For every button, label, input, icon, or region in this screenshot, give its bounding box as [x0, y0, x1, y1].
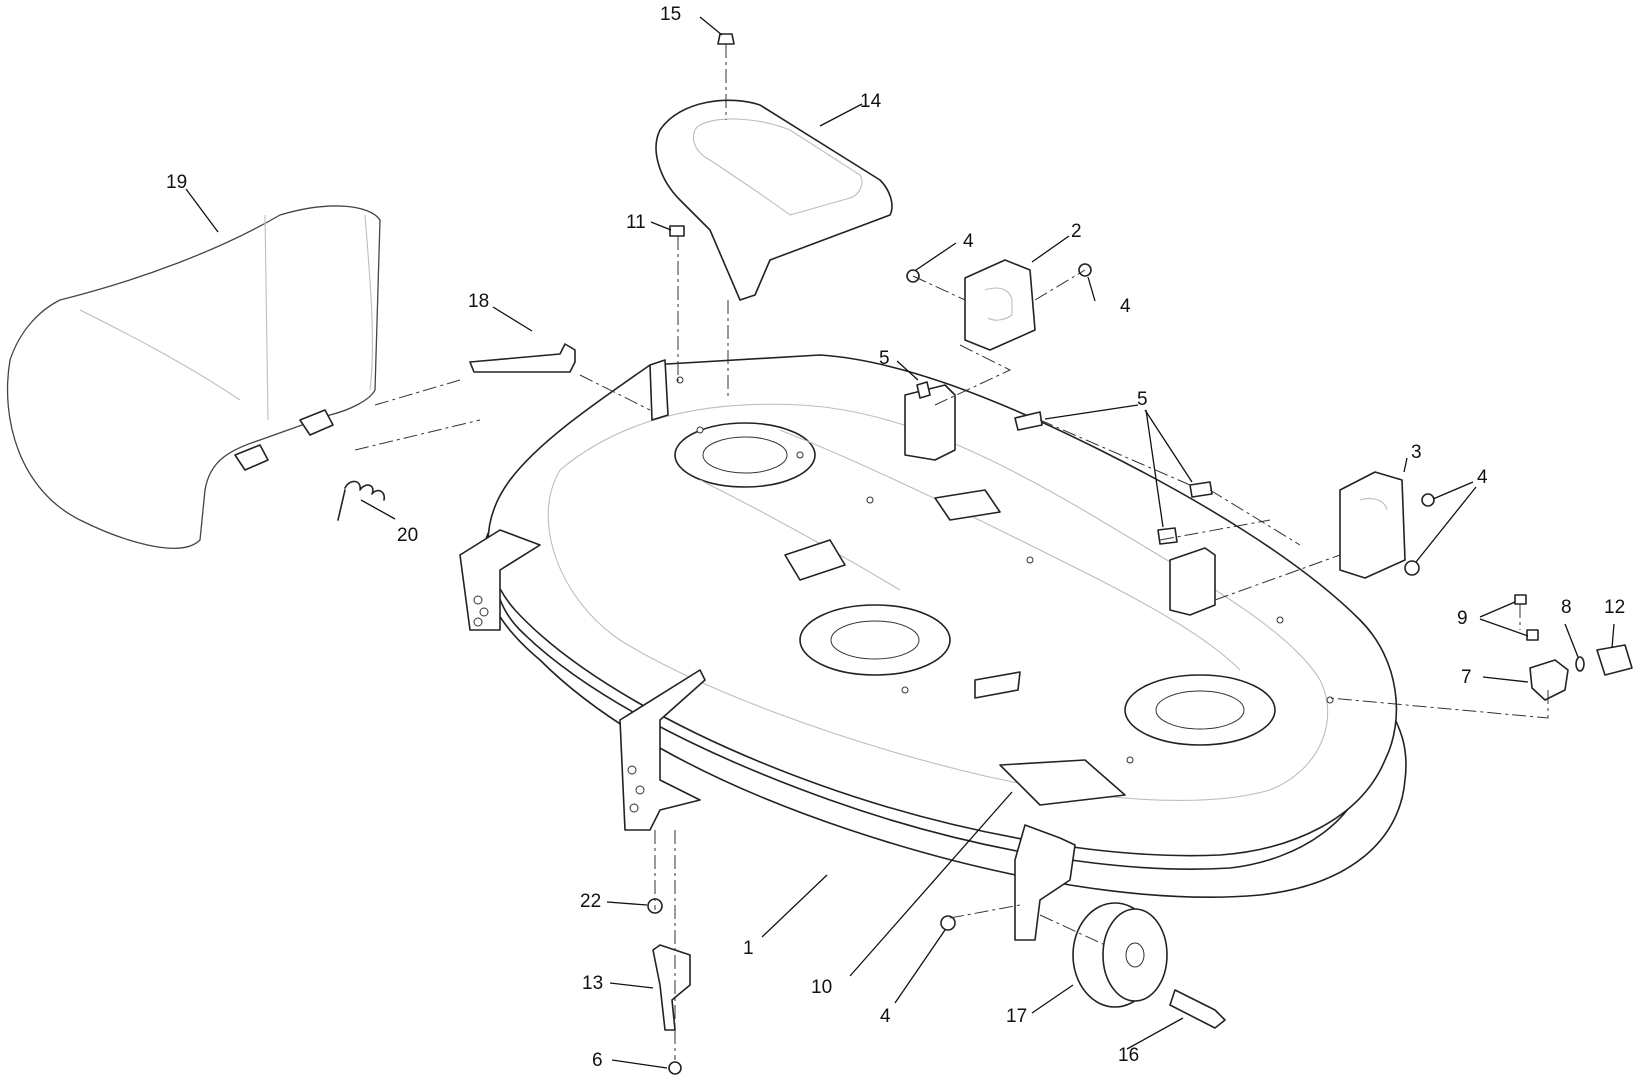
- callout-19: 19: [166, 172, 187, 193]
- callout-15: 15: [660, 4, 681, 25]
- callout-7: 7: [1461, 667, 1472, 688]
- bracket-3: [1339, 471, 1406, 579]
- callout-18: 18: [468, 291, 489, 312]
- center-lines: [354, 44, 1549, 1060]
- callout-22: 22: [580, 891, 601, 912]
- leader-lines: [185, 16, 1615, 1069]
- callout-13: 13: [582, 973, 603, 994]
- hardware: [337, 33, 1633, 1075]
- callout-1: 1: [743, 938, 754, 959]
- callout-6: 6: [592, 1050, 603, 1071]
- deck-brackets: [904, 384, 1216, 616]
- callout-5: 5: [879, 348, 890, 369]
- callout-16: 16: [1118, 1045, 1139, 1066]
- callout-5: 5: [1137, 389, 1148, 410]
- callout-labels: 15 14 19 11 4 2 4 18 5 5 3 4 20 9 8 12 7…: [166, 4, 1625, 1071]
- discharge-chute-19: [6, 205, 381, 549]
- callout-3: 3: [1411, 442, 1422, 463]
- callout-4: 4: [1120, 296, 1131, 317]
- callout-4: 4: [1477, 467, 1488, 488]
- callout-11: 11: [626, 212, 646, 233]
- callout-20: 20: [397, 525, 418, 546]
- bracket-2: [964, 259, 1036, 351]
- callout-14: 14: [860, 91, 882, 112]
- callout-4: 4: [880, 1006, 891, 1027]
- callout-10: 10: [811, 977, 832, 998]
- callout-4: 4: [963, 231, 974, 252]
- callout-17: 17: [1006, 1006, 1027, 1027]
- callout-12: 12: [1604, 597, 1625, 618]
- mower-deck: [459, 354, 1407, 941]
- callout-2: 2: [1071, 221, 1082, 242]
- callout-9: 9: [1457, 608, 1468, 629]
- callout-8: 8: [1561, 597, 1572, 618]
- belt-cover-14: [655, 99, 893, 301]
